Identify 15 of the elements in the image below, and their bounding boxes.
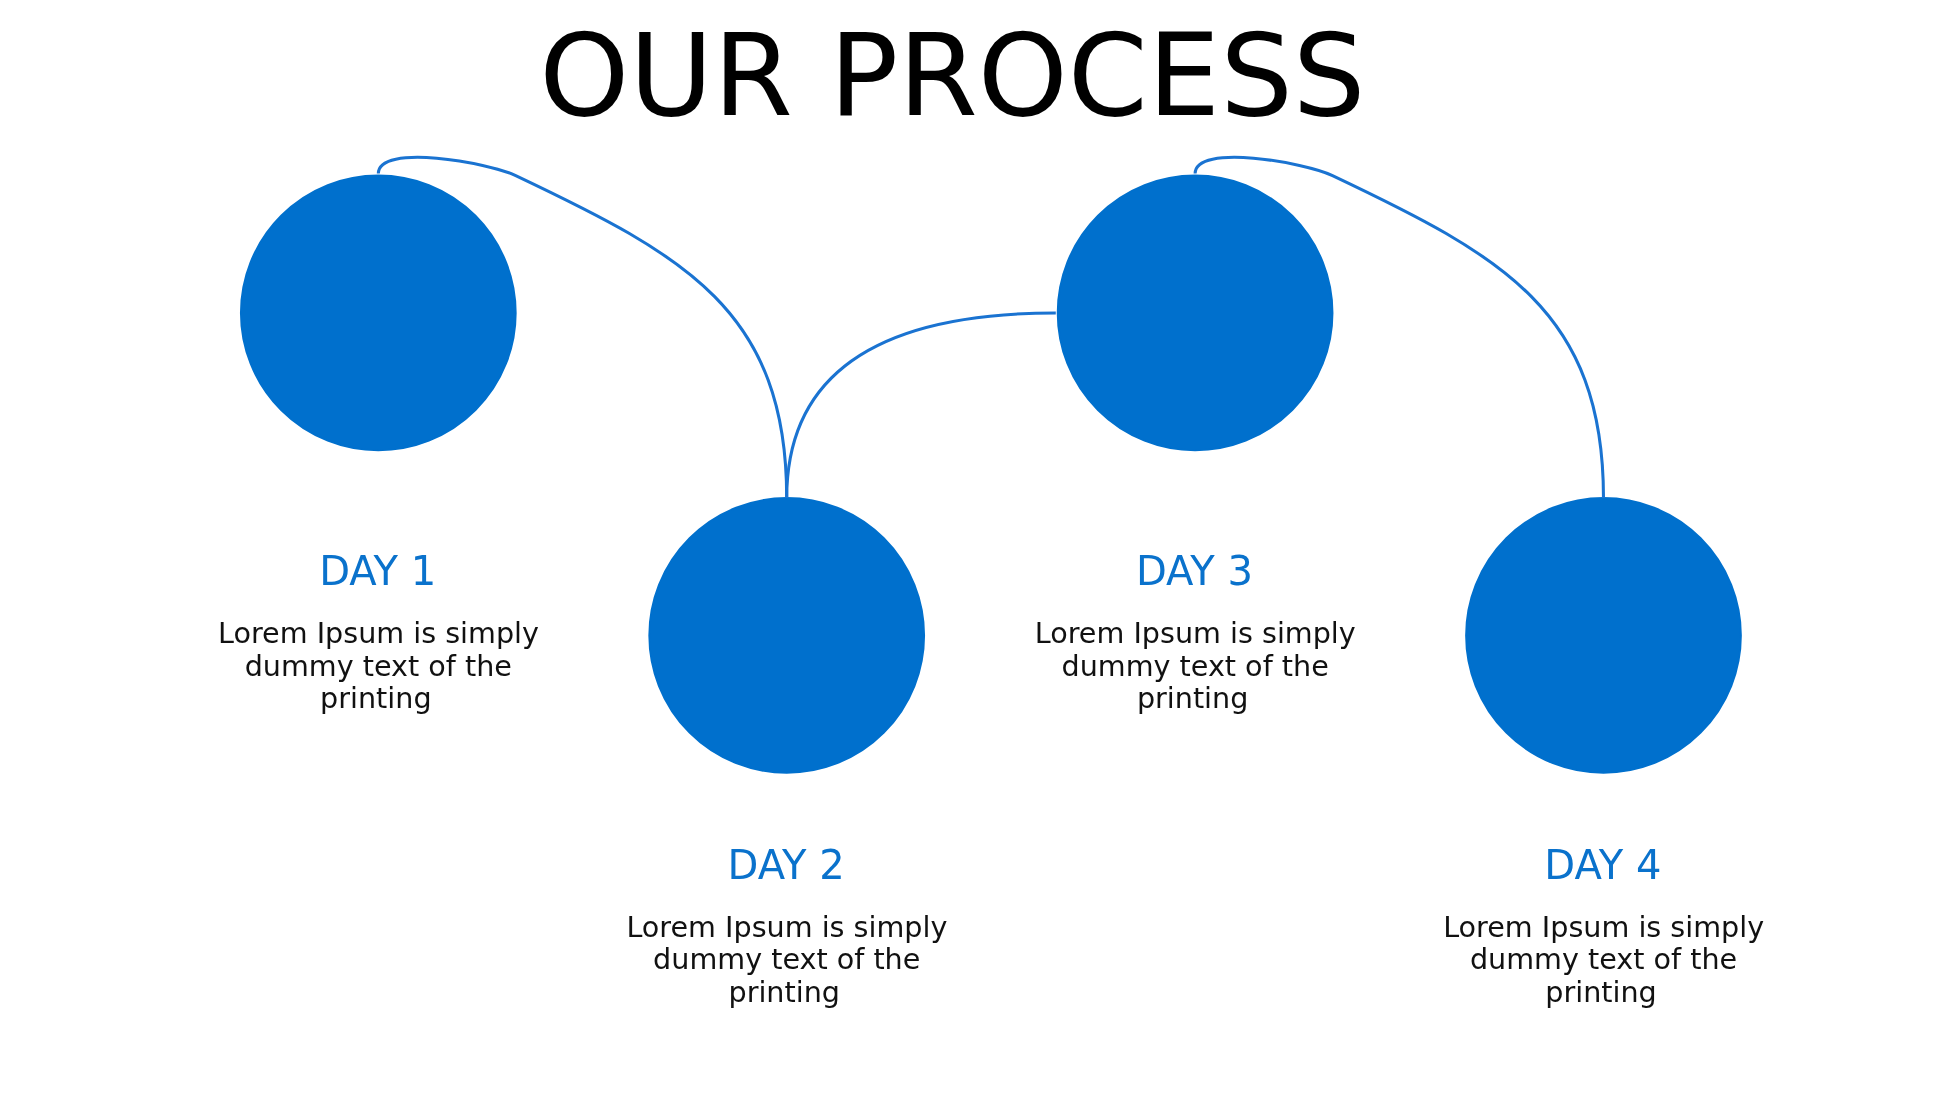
node-label: Lorem Ipsum is simply dummy text of the printing: [1034, 616, 1356, 715]
node-circle: [1056, 174, 1334, 452]
node-label: DAY 4: [1544, 842, 1662, 889]
node-circle: [1465, 497, 1742, 774]
node-label: DAY 1: [319, 548, 437, 595]
node-label: DAY 2: [727, 842, 845, 889]
connector: [785, 311, 1056, 499]
node-label: Lorem Ipsum is simply dummy text of the printing: [1443, 909, 1765, 1009]
node-circle: [648, 497, 926, 774]
connector: [1193, 155, 1605, 499]
node-label: Lorem Ipsum is simply dummy text of the printing: [626, 909, 948, 1009]
diagram-title: OUR PROCESS: [539, 8, 1366, 142]
node-circle: [239, 174, 517, 452]
node-label: DAY 3: [1135, 548, 1254, 595]
node-label: Lorem Ipsum is simply dummy text of the printing: [218, 616, 539, 715]
